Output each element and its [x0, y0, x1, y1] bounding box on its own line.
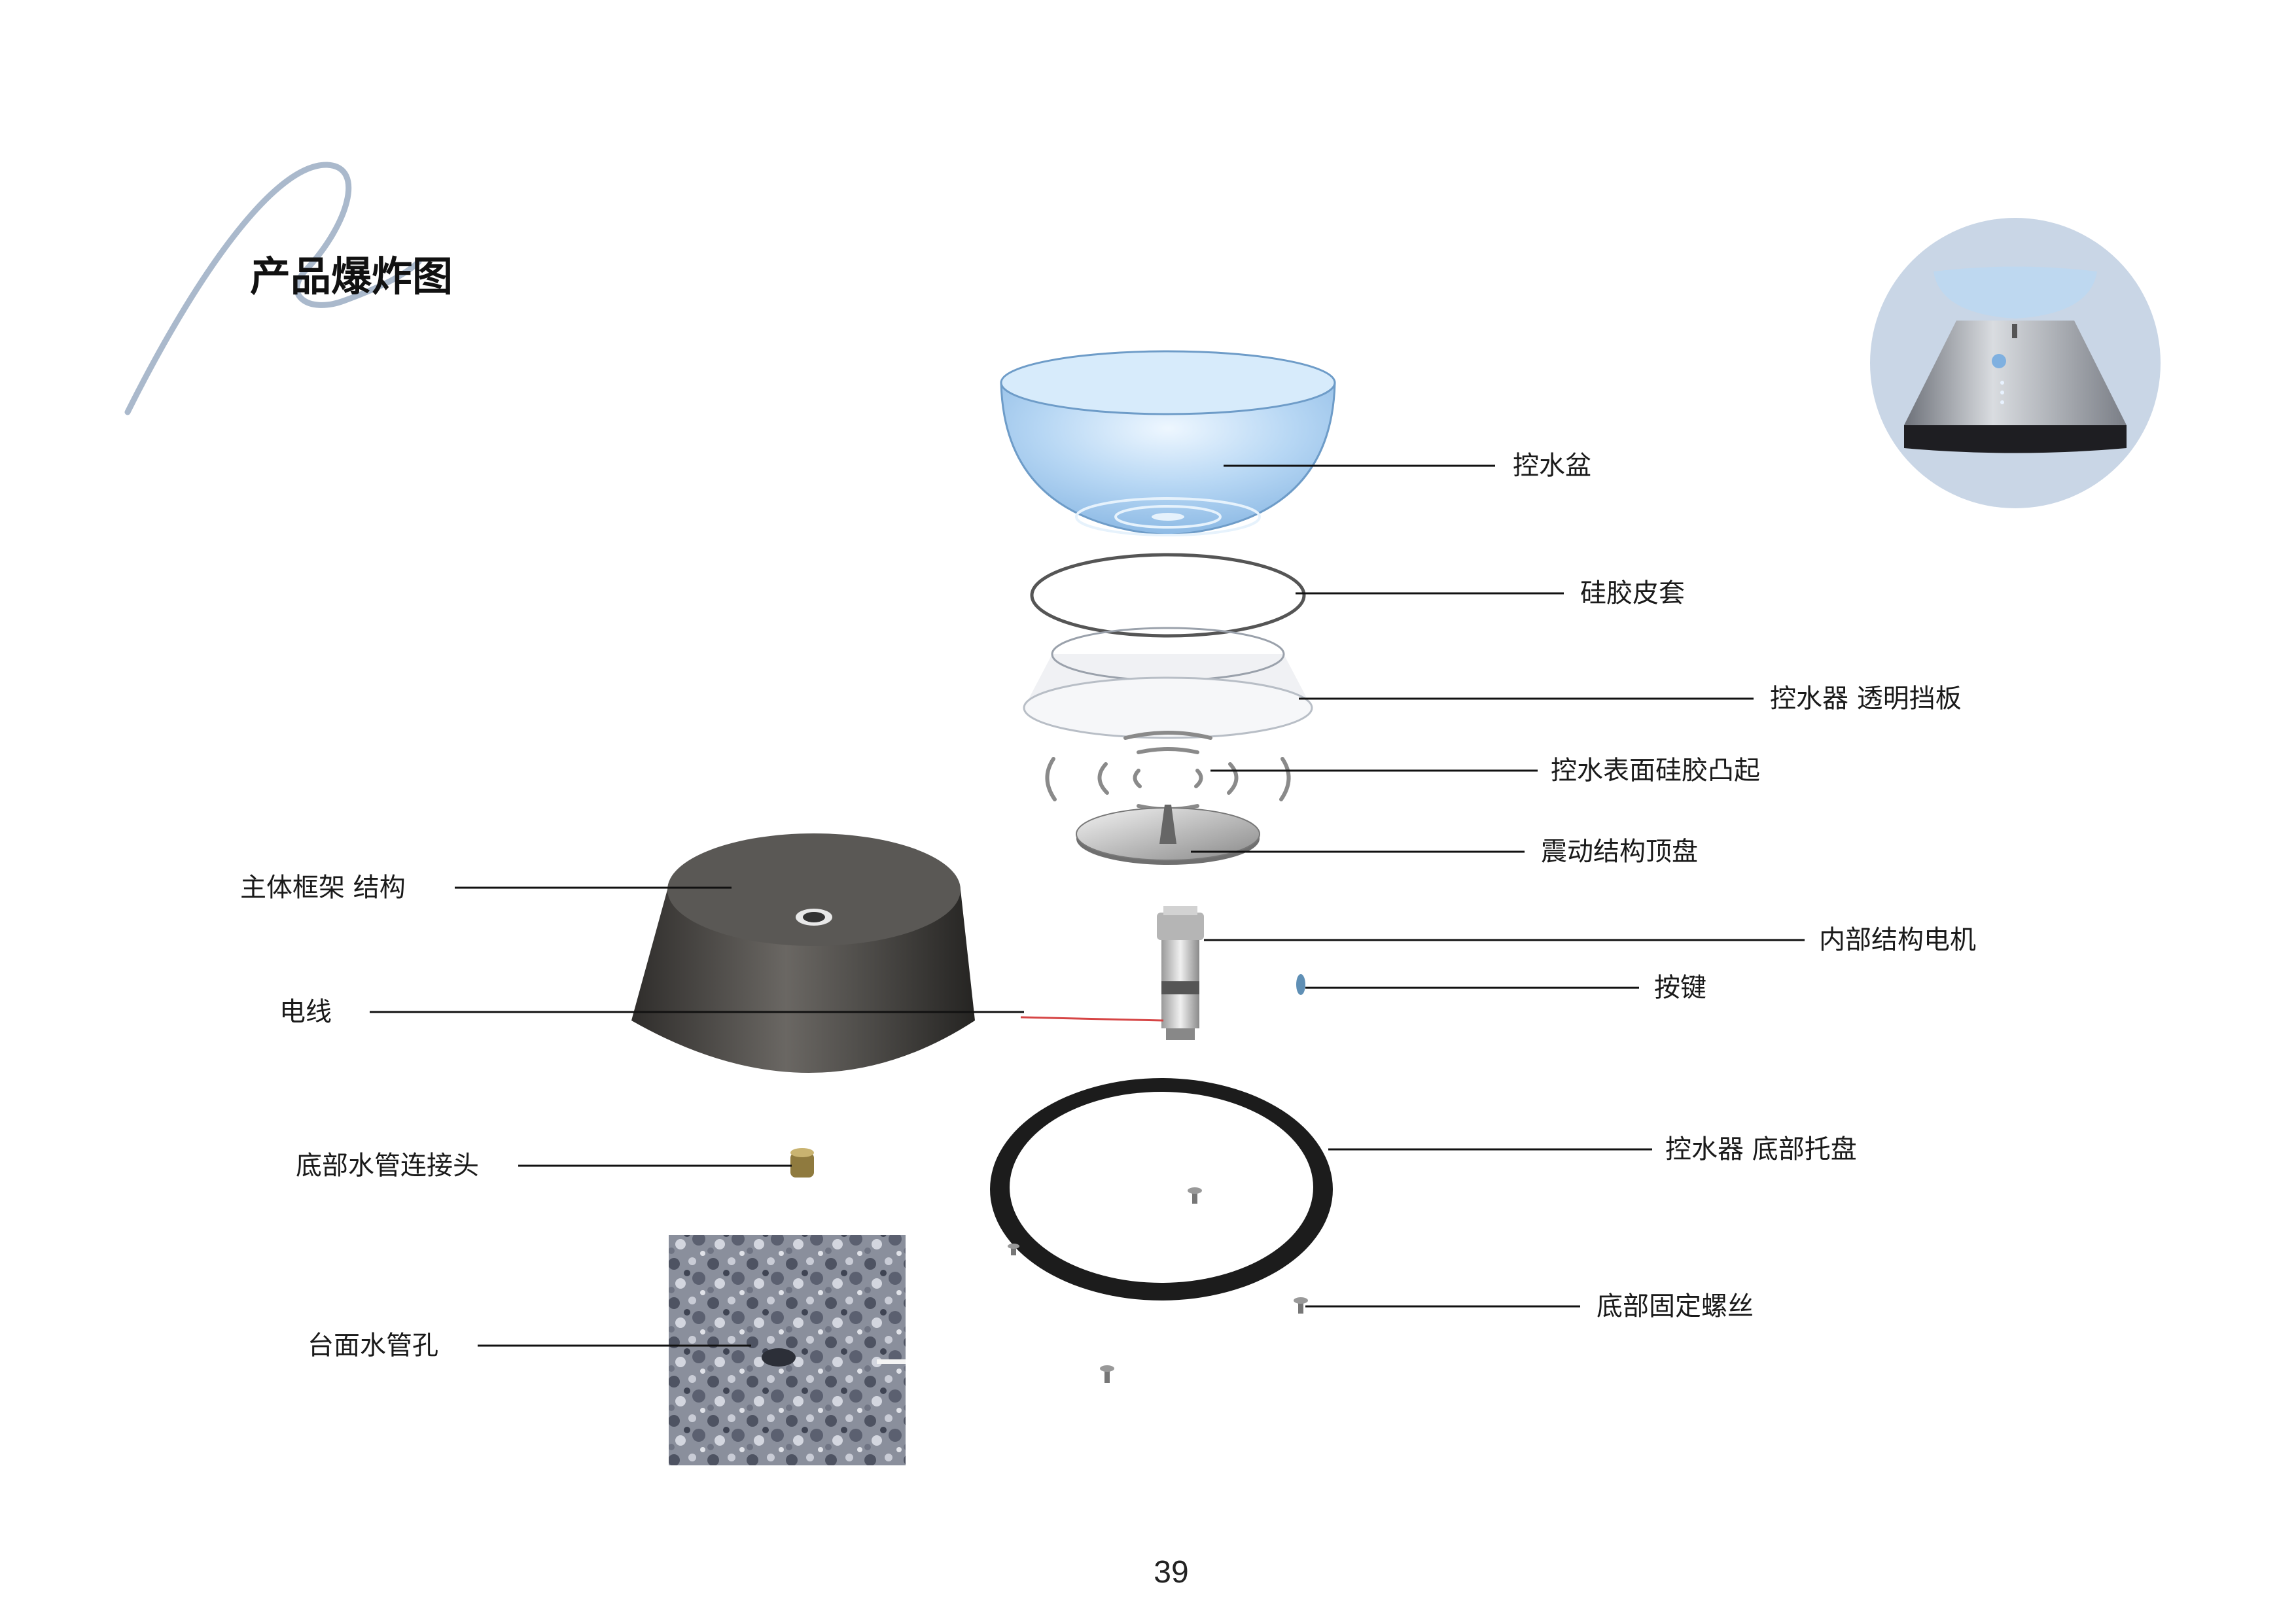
label-vibration-top-plate: 震动结构顶盘	[1541, 837, 1698, 867]
leader-lines	[370, 464, 1805, 1347]
button-illustration	[1296, 974, 1305, 995]
label-water-basin: 控水盆	[1513, 451, 1591, 481]
pipe-connector-illustration	[790, 1148, 814, 1178]
silicone-ring-illustration	[1030, 553, 1306, 638]
label-transparent-baffle: 控水器 透明挡板	[1770, 684, 1962, 714]
label-button: 按键	[1654, 973, 1706, 1003]
screws-illustration	[1008, 1187, 1308, 1383]
countertop-illustration	[669, 1235, 906, 1465]
label-main-frame: 主体框架 结构	[240, 873, 406, 903]
label-wire: 电线	[279, 997, 332, 1027]
assembled-product-thumbnail	[1870, 218, 2161, 508]
vibration-plate-illustration	[1076, 805, 1260, 865]
page-number: 39	[1154, 1555, 1189, 1590]
water-basin-illustration	[1000, 350, 1336, 536]
bottom-tray-illustration	[990, 1078, 1333, 1300]
page-title: 产品爆炸图	[250, 253, 453, 300]
label-counter-pipe-hole: 台面水管孔	[308, 1331, 438, 1361]
motor-illustration	[1157, 906, 1204, 1040]
label-internal-motor: 内部结构电机	[1819, 925, 1976, 955]
label-silicone-cover: 硅胶皮套	[1580, 578, 1685, 608]
label-bottom-screw: 底部固定螺丝	[1597, 1291, 1754, 1321]
main-frame-illustration	[631, 833, 975, 1073]
label-bottom-tray: 控水器 底部托盘	[1665, 1134, 1857, 1164]
label-silicone-bumps: 控水表面硅胶凸起	[1551, 756, 1760, 786]
label-pipe-connector: 底部水管连接头	[296, 1151, 479, 1181]
transparent-baffle-illustration	[1023, 627, 1313, 739]
decorative-swirl	[124, 162, 422, 415]
wire-illustration	[1020, 1016, 1164, 1022]
